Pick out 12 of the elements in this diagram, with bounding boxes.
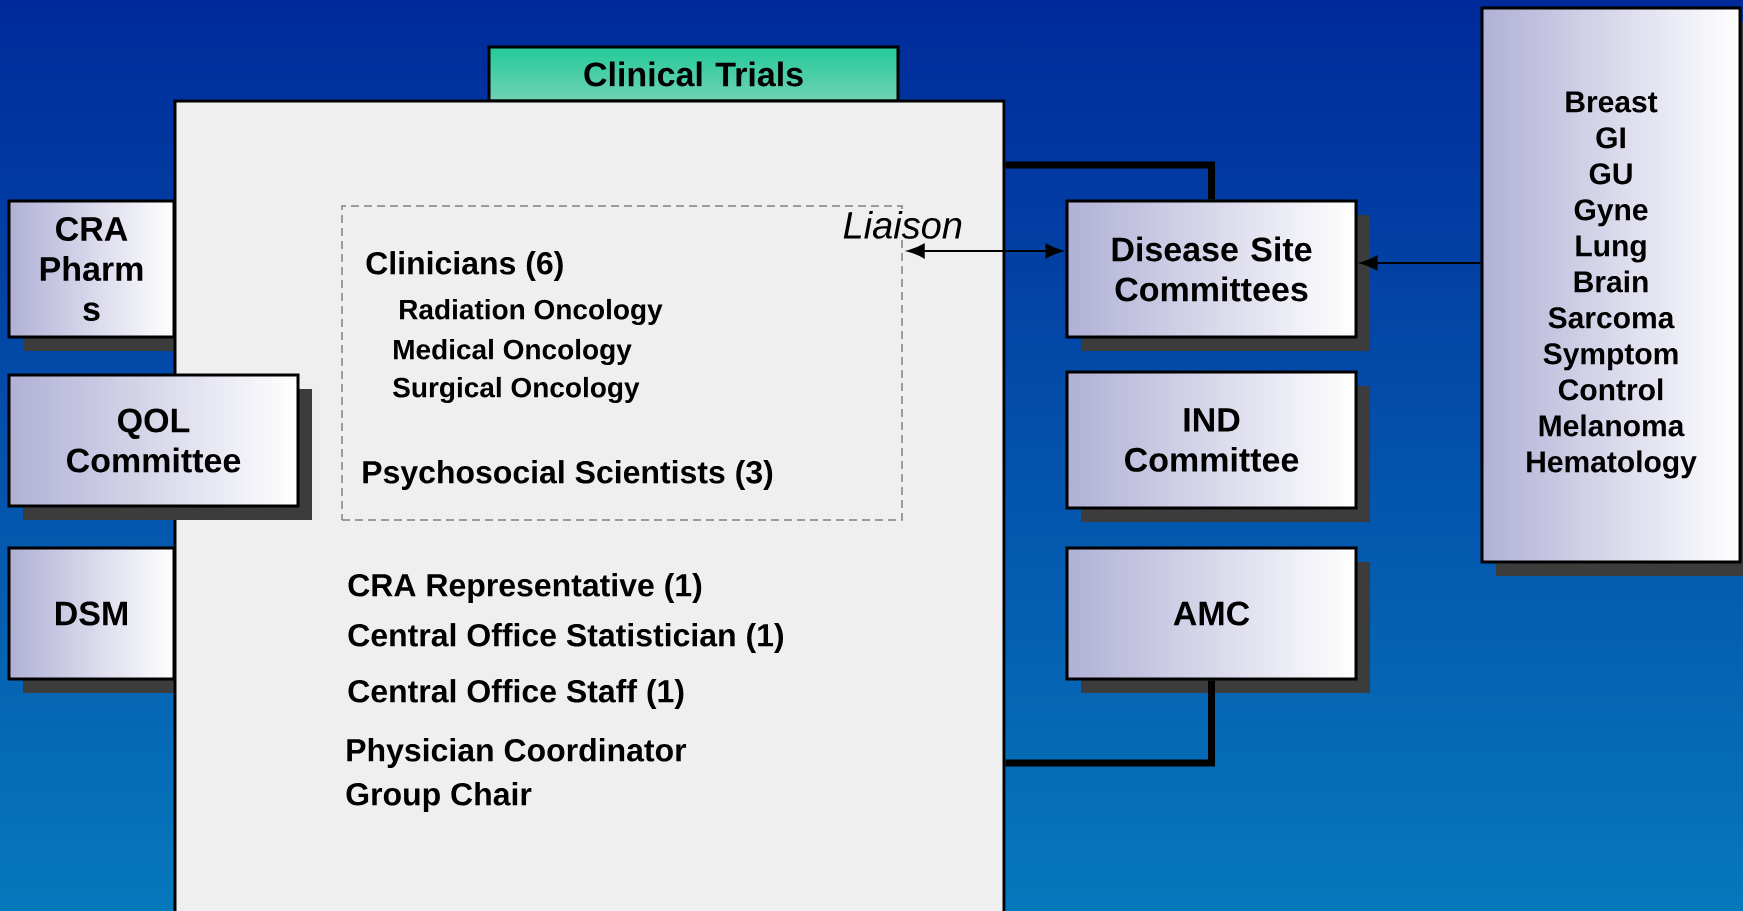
committee-box: Disease Site Committees	[1065, 199, 1370, 351]
edge-label: Liaison	[841, 209, 964, 240]
committee-box: QOL Committee	[7, 373, 312, 520]
committee-box: Breast GI GU Gyne Lung Brain Sarcoma Symptom Control Melanoma Hematology	[1480, 6, 1743, 576]
committee-box: CRA Pharm s	[7, 199, 176, 351]
committee-box: IND Committee	[1065, 370, 1370, 522]
connector	[1005, 680, 1215, 767]
connector	[907, 243, 1063, 259]
committee-box: DSM	[7, 546, 176, 693]
connector	[1360, 255, 1481, 271]
committee-box: AMC	[1065, 546, 1370, 693]
title-box: Clinical Trials	[487, 45, 900, 103]
